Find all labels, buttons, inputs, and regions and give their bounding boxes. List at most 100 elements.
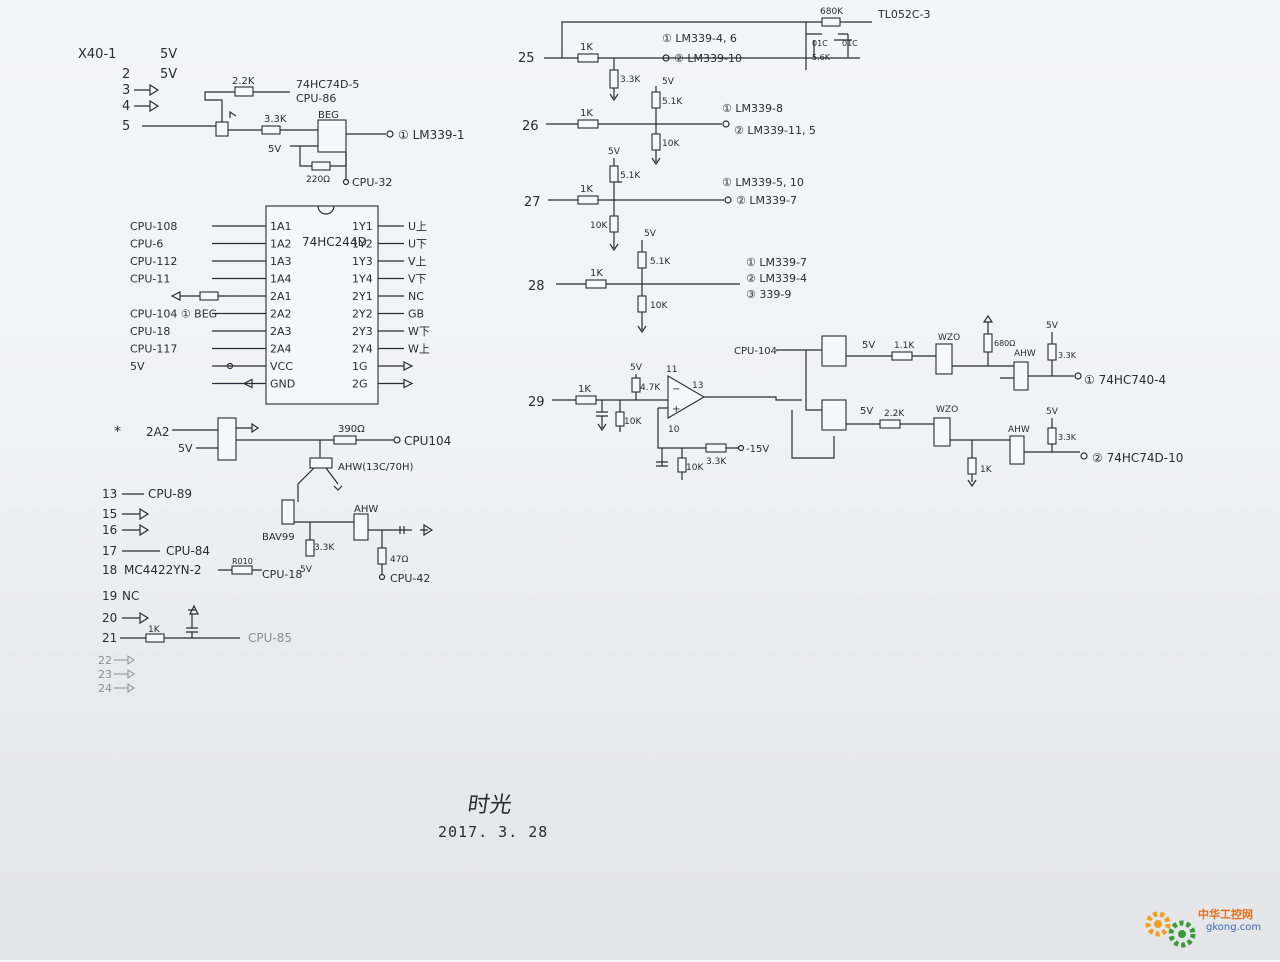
- drv-vcc-d: 5V: [1046, 407, 1059, 417]
- pin-24-arrow-icon: [114, 683, 135, 693]
- transistor-ahw: [309, 457, 333, 469]
- svg-text:+: +: [672, 404, 680, 415]
- cap-25-a-label: 01C: [812, 39, 828, 48]
- ic-body: [265, 205, 379, 405]
- ref-28-b: ② LM339-4: [746, 272, 807, 285]
- pin-22-arrow-icon: [114, 655, 135, 665]
- pin-2-label: 5V: [160, 67, 177, 82]
- ic-right-net: V下: [408, 273, 427, 286]
- ic-left-net: CPU-108: [130, 220, 177, 233]
- drv-out-a: ① 74HC740-4: [1084, 373, 1166, 387]
- resistor-27-5-1k-label: 5.1K: [620, 171, 641, 181]
- pin-15-number: 15: [102, 507, 117, 521]
- resistor-3-3k-b: [305, 539, 315, 557]
- ic-right-pin: 2Y1: [352, 290, 373, 303]
- resistor-680-label: 680Ω: [994, 339, 1015, 348]
- ref-cpu-42: CPU-42: [390, 572, 430, 585]
- resistor-29-10k-b-label: 10K: [686, 463, 704, 473]
- logo-url: gkong.com: [1206, 922, 1262, 933]
- vcc-27: 5V: [608, 147, 621, 157]
- signature-date: 2017. 3. 28: [438, 823, 549, 841]
- buffer-2a2-circuit: * 2A2 5V 390Ω CPU104 AHW(13C/70H) BAV99 …: [114, 417, 451, 585]
- resistor-47-label: 47Ω: [390, 555, 408, 565]
- resistor-26-1k: [577, 119, 599, 129]
- resistor-4-7k: [631, 377, 641, 393]
- resistor-drv-3-3k-b-label: 3.3K: [1058, 433, 1077, 442]
- gnd-arrow-icon: [242, 378, 253, 389]
- resistor-drv-1k: [967, 457, 977, 475]
- connector-lower-pins: 13 CPU-89 15 16 17 CPU-84 18 MC4422YN-2 …: [98, 487, 302, 695]
- pin-23-number: 23: [98, 668, 112, 681]
- gate2-label: AHW: [354, 504, 378, 515]
- resistor-28-1k: [585, 279, 607, 289]
- ic-left-pin: 2A2: [270, 308, 292, 321]
- pin-4-gnd-arrow-icon: [134, 99, 160, 113]
- gear-icon: [1145, 911, 1196, 948]
- opamp-pin10: 10: [668, 425, 680, 435]
- ref-25-a: ① LM339-4, 6: [662, 32, 737, 45]
- pin-25-number: 25: [518, 51, 535, 66]
- vcc-28: 5V: [644, 229, 657, 239]
- ref-74hc74d-5: 74HC74D-5: [296, 78, 359, 91]
- resistor-28-5-1k-label: 5.1K: [650, 257, 671, 267]
- ic-right-pin: 1Y1: [352, 220, 373, 233]
- buffer-vcc2: 5V: [300, 565, 313, 575]
- resistor-drv-3-3k-a: [1047, 343, 1057, 361]
- resistor-26-10k-label: 10K: [662, 139, 680, 149]
- pin-3-number: 3: [122, 83, 130, 98]
- resistor-3-3k-b-label: 3.3K: [314, 543, 335, 553]
- ref-tl052c-3: TL052C-3: [877, 8, 931, 21]
- resistor-drv-1k-label: 1K: [980, 465, 993, 475]
- ic-right-pin: 1Y3: [352, 255, 373, 268]
- ic-left-net: CPU-117: [130, 343, 177, 356]
- pin-21-cap-icon: [186, 604, 199, 638]
- ref-26-a: ① LM339-8: [722, 102, 783, 115]
- pin-21-number: 21: [102, 631, 117, 645]
- resistor-220: [311, 161, 331, 171]
- ic-right-net: U上: [408, 220, 427, 233]
- wzo-a-label: WZO: [938, 333, 960, 343]
- diode-bav99-label: BAV99: [262, 532, 295, 543]
- opamp-pin11: 11: [666, 365, 677, 375]
- resistor-27-5-1k: [609, 165, 619, 183]
- driver-circuit: CPU-104 5V 5V 1.1K 2.2K WZO WZO 680Ω AHW…: [734, 314, 1183, 488]
- buffer-gate: [217, 417, 237, 461]
- resistor-25-1k-label: 1K: [580, 42, 593, 53]
- resistor-26-5-1k-label: 5.1K: [662, 97, 683, 107]
- resistor-29-1k-label: 1K: [578, 384, 591, 395]
- resistor-28-1k-label: 1K: [590, 268, 603, 279]
- resistor-27-10k: [609, 215, 619, 233]
- resistor-29-10k-b: [677, 457, 687, 473]
- pin5-circuit: 2.2K 74HC74D-5 CPU-86 3.3K BEG ① LM339-1…: [142, 76, 464, 189]
- ic-left-pin: 1A4: [270, 273, 292, 286]
- pin5-transistor: [215, 121, 229, 137]
- resistor-25-3-3k-label: 3.3K: [620, 75, 641, 85]
- drv-vcc-c: 5V: [860, 406, 873, 417]
- gate-ahw-2: [353, 513, 369, 541]
- ref-cpu-32: CPU-32: [352, 176, 392, 189]
- wzo-a: [935, 343, 953, 375]
- driver-a: [821, 335, 847, 367]
- gate-ahw-b: [1009, 435, 1025, 465]
- gate-ahw-a: [1013, 361, 1029, 391]
- signature-block: 时光 2017. 3. 28: [430, 785, 590, 855]
- ic-left-pin: 1A3: [270, 255, 292, 268]
- pin5-vcc-label: 5V: [268, 144, 281, 155]
- pin26-circuit: 26 1K 5.1K 10K ① LM339-8 ② LM339-11, 5: [522, 86, 816, 166]
- resistor-29-3-3k: [705, 443, 727, 453]
- ic-part-number: 74HC244D: [302, 235, 367, 249]
- pin-5-number: 5: [122, 119, 130, 134]
- resistor-26-5-1k: [651, 91, 661, 109]
- pin29-circuit: 29 1K 10K 5V 4.7K − + 11 13 10 -15V 3.3K…: [528, 363, 802, 480]
- resistor-2-2k: [234, 86, 254, 97]
- resistor-4-7k-label: 4.7K: [640, 383, 661, 393]
- ic-left-net: CPU-18: [130, 325, 170, 338]
- resistor-29-3-3k-label: 3.3K: [706, 457, 727, 467]
- logo-cn: 中华工控网: [1198, 908, 1253, 921]
- resistor-28-10k: [637, 295, 647, 313]
- pin-20-number: 20: [102, 611, 117, 625]
- ref-lm339-1: ① LM339-1: [398, 128, 464, 142]
- gate-ahw-a-label: AHW: [1014, 349, 1036, 359]
- ic-left-net: CPU-112: [130, 255, 177, 268]
